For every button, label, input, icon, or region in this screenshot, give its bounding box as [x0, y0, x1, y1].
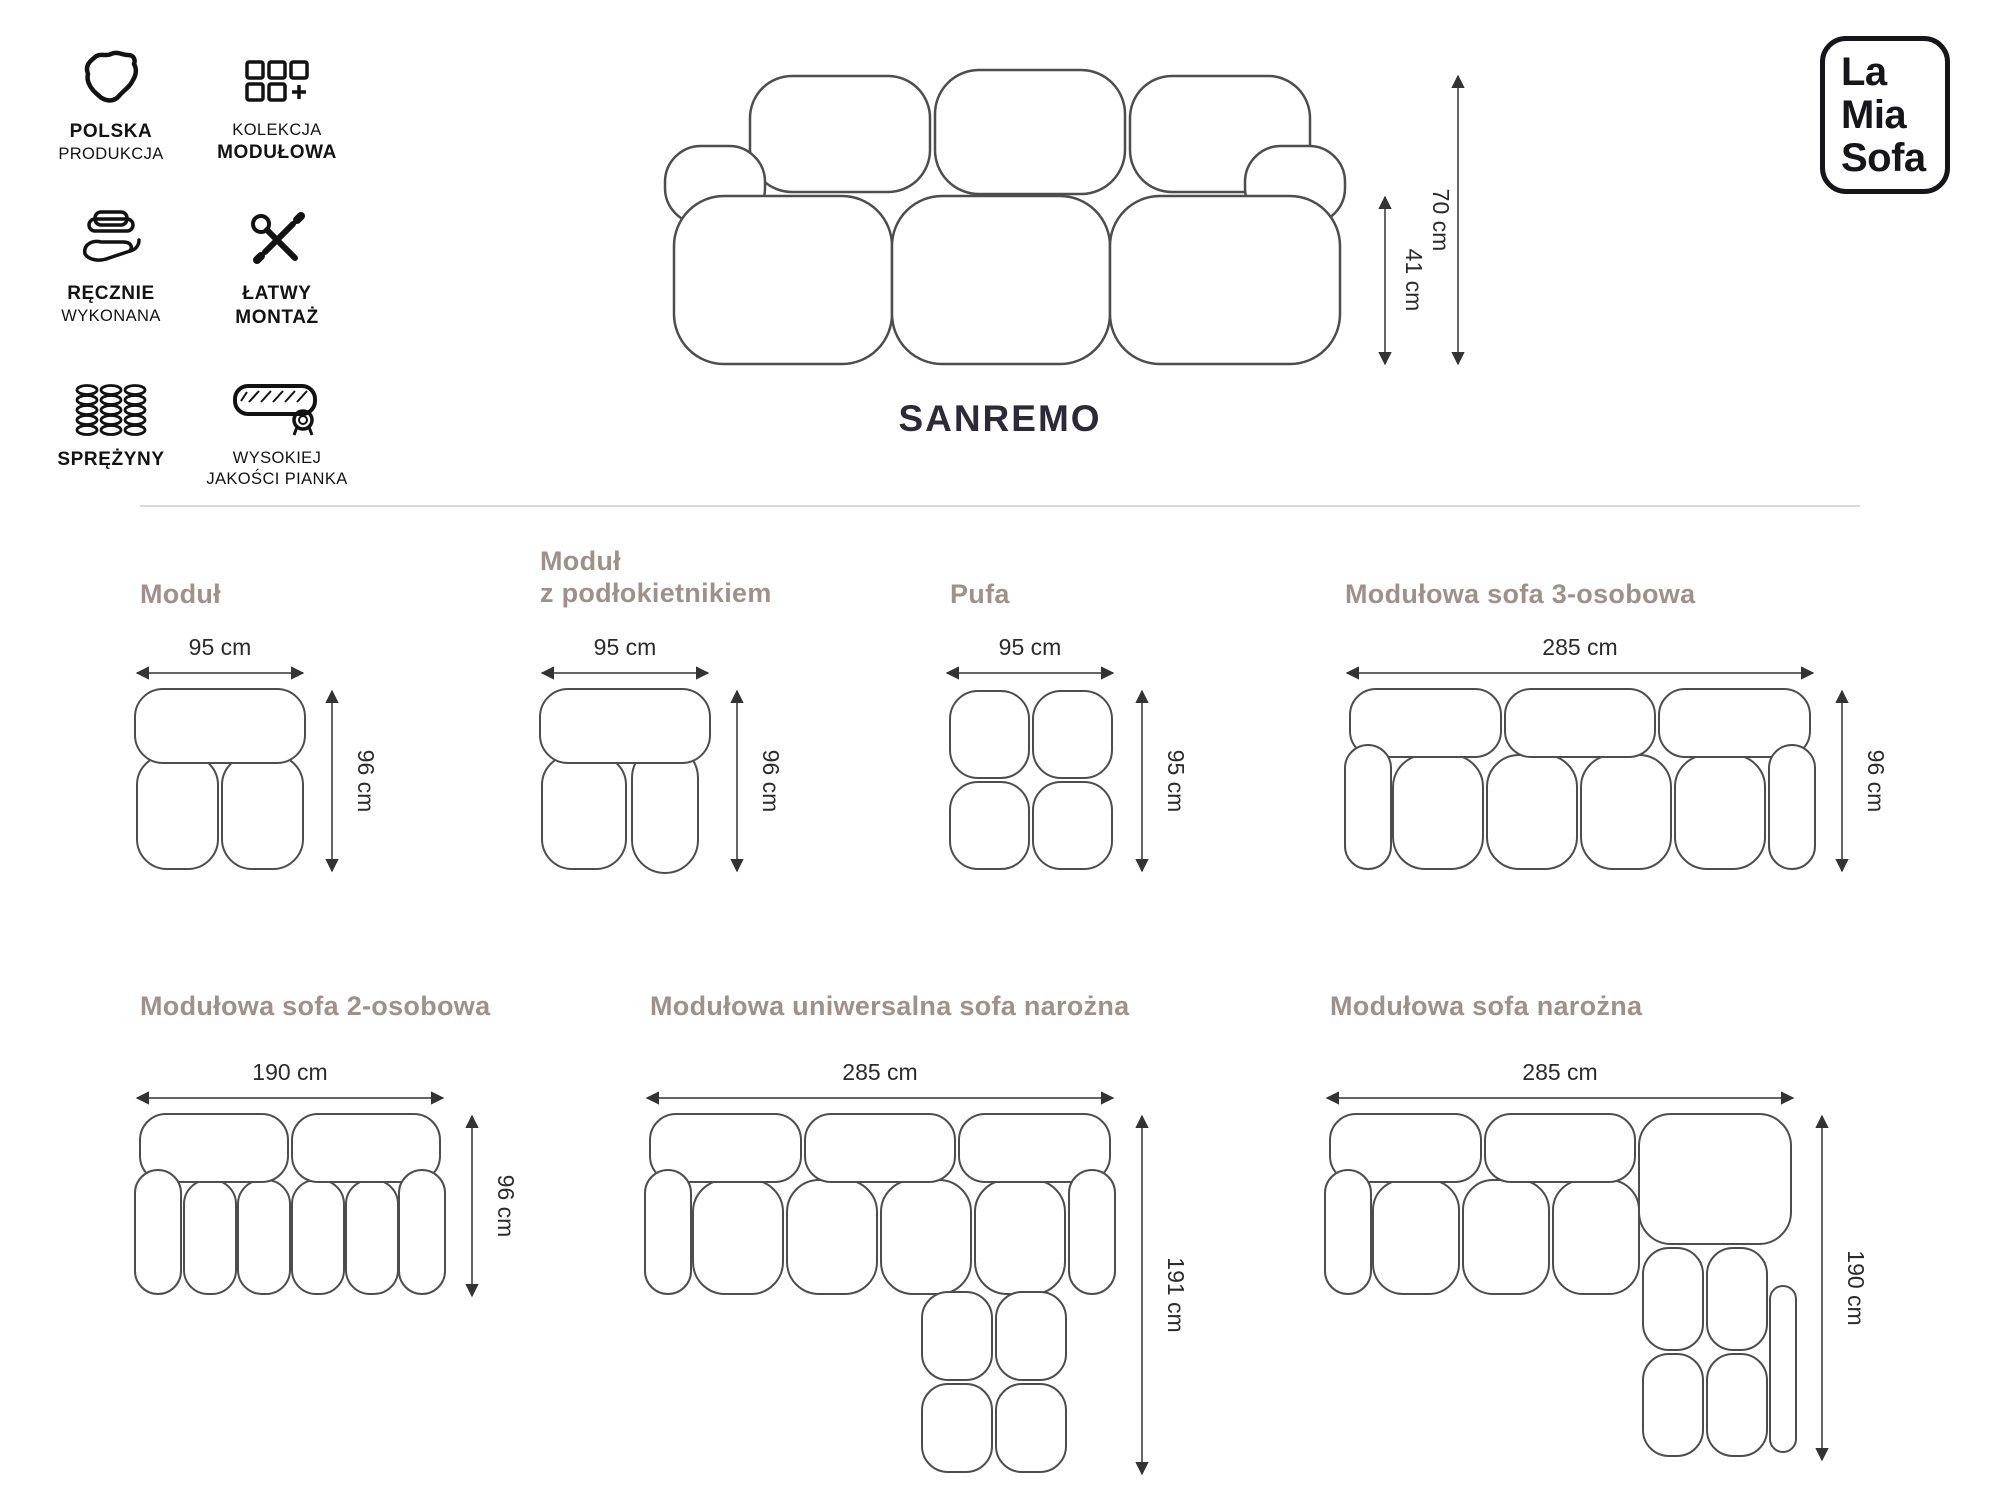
product-title: SANREMO	[898, 398, 1102, 439]
sofa-3-seater-top-view-drawing: 285 cm 96 cm	[1344, 635, 1889, 873]
feature-kolekcja-modulowa: KOLEKCJA MODUŁOWA	[192, 34, 362, 164]
handmade-icon	[75, 196, 147, 274]
pufa-top-view-drawing: 95 cm 95 cm	[945, 635, 1189, 873]
feature-polska-produkcja: POLSKA PRODUKCJA	[36, 34, 186, 164]
seat-height-dimension: 41 cm	[1378, 195, 1427, 366]
easy-assembly-icon	[243, 196, 311, 274]
width-label: 95 cm	[594, 635, 657, 660]
module-title-sofa-narozna: Modułowa sofa narożna	[1330, 991, 1643, 1021]
feature-label: WYSOKIEJ	[232, 448, 322, 467]
feature-badges: POLSKA PRODUKCJA KOLEKCJA	[36, 34, 362, 489]
feature-sublabel: JAKOŚCI PIANKA	[206, 469, 348, 488]
section-divider	[140, 505, 1860, 507]
brand-logo-line: Mia	[1841, 93, 1907, 138]
seat-height-label: 41 cm	[1401, 249, 1427, 312]
corner-sofa-top-view-drawing: 285 cm 190 cm	[1324, 1060, 1869, 1462]
feature-sublabel: WYKONANA	[61, 307, 161, 326]
module-title-sofa-2-osobowa: Modułowa sofa 2-osobowa	[140, 991, 491, 1021]
modul-with-armrest-top-view-drawing: 95 cm 96 cm	[539, 635, 784, 874]
depth-label: 96 cm	[1863, 750, 1889, 813]
feature-sublabel: MODUŁOWA	[217, 141, 337, 163]
module-title-modul: Moduł	[140, 579, 221, 609]
feature-sublabel: MONTAŻ	[235, 307, 319, 329]
width-label: 95 cm	[189, 635, 252, 660]
feature-label: POLSKA	[69, 121, 153, 142]
feature-label: SPRĘŻYNY	[57, 448, 165, 470]
feature-sublabel: PRODUKCJA	[58, 144, 164, 163]
feature-recznie-wykonana: RĘCZNIE WYKONANA	[36, 196, 186, 330]
width-label: 95 cm	[999, 635, 1062, 660]
width-label: 285 cm	[842, 1060, 917, 1085]
depth-label: 96 cm	[353, 750, 379, 813]
brand-logo-line: Sofa	[1841, 136, 1926, 181]
total-height-label: 70 cm	[1428, 189, 1454, 252]
universal-corner-sofa-top-view-drawing: 285 cm 191 cm	[644, 1060, 1189, 1476]
depth-label: 95 cm	[1163, 750, 1189, 813]
sofa-2-seater-top-view-drawing: 190 cm 96 cm	[134, 1060, 519, 1298]
depth-label: 96 cm	[493, 1175, 519, 1238]
width-label: 285 cm	[1522, 1060, 1597, 1085]
module-title-pufa: Pufa	[950, 579, 1010, 609]
modul-top-view-drawing: 95 cm 96 cm	[134, 635, 379, 873]
feature-label: KOLEKCJA	[232, 121, 322, 139]
high-quality-foam-icon	[231, 362, 323, 440]
module-title-sofa-3-osobowa: Modułowa sofa 3-osobowa	[1345, 579, 1696, 609]
springs-icon	[73, 362, 149, 440]
brand-logo-line: La	[1841, 50, 1887, 94]
depth-label: 191 cm	[1163, 1257, 1189, 1332]
module-title-modul-z-podlokietnikiem: Moduł z podłokietnikiem	[540, 546, 772, 609]
poland-map-icon	[76, 34, 146, 112]
feature-label: ŁATWY	[242, 283, 312, 305]
width-label: 285 cm	[1542, 635, 1617, 660]
modular-collection-icon	[243, 34, 311, 112]
depth-label: 190 cm	[1843, 1250, 1869, 1325]
feature-sprezyny: SPRĘŻYNY	[36, 362, 186, 489]
feature-latwy-montaz: ŁATWY MONTAŻ	[192, 196, 362, 330]
total-height-dimension: 70 cm	[1428, 74, 1465, 366]
feature-label: RĘCZNIE	[67, 283, 155, 305]
width-label: 190 cm	[252, 1060, 327, 1085]
brand-logo: La Mia Sofa	[1820, 36, 1950, 194]
module-title-uniwersalna-sofa-narozna: Modułowa uniwersalna sofa narożna	[650, 991, 1130, 1021]
depth-label: 96 cm	[758, 750, 784, 813]
feature-wysokiej-jakosci-pianka: WYSOKIEJ JAKOŚCI PIANKA	[192, 362, 362, 489]
sofa-front-view-drawing: 41 cm 70 cm	[663, 68, 1465, 366]
